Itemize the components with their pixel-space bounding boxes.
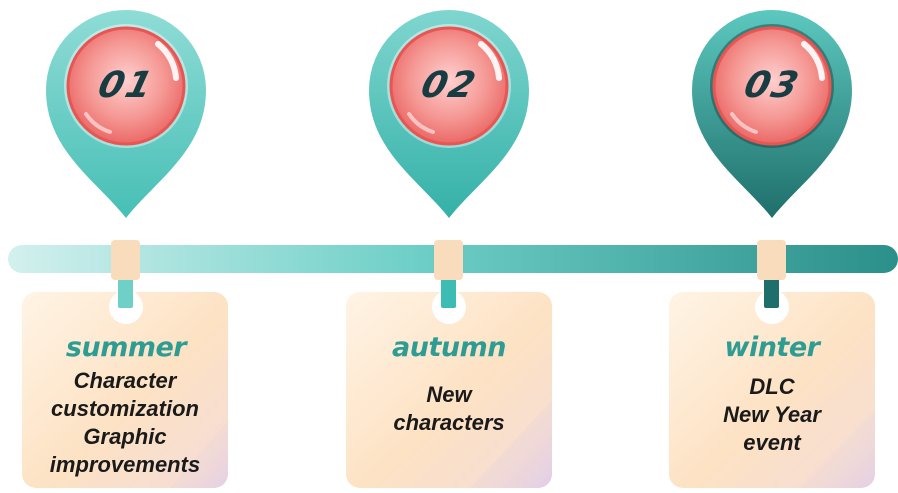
description-line: New Year	[723, 402, 821, 427]
card-02	[346, 284, 552, 488]
milestone-description: New characters	[346, 381, 552, 437]
card-03	[669, 284, 875, 488]
card-01	[22, 284, 228, 488]
pin-01	[46, 10, 206, 218]
milestone-description: DLC New Year event	[669, 373, 875, 457]
milestone-description: Character customization Graphic improvem…	[22, 367, 228, 479]
milestone-number: 01	[93, 65, 159, 106]
season-label: winter	[724, 332, 820, 363]
description-line: Character	[73, 368, 177, 393]
milestone-number: 02	[416, 65, 482, 106]
description-line: Graphic	[83, 424, 167, 449]
description-line: characters	[393, 410, 505, 435]
description-line: event	[743, 430, 801, 455]
season-label: summer	[65, 332, 187, 363]
description-line: improvements	[49, 452, 201, 477]
description-line: New	[426, 382, 472, 407]
pin-02	[369, 10, 529, 218]
description-line: DLC	[749, 374, 795, 399]
milestone-number: 03	[739, 65, 805, 106]
description-line: customization	[51, 396, 199, 421]
pin-03	[692, 10, 852, 218]
season-label: autumn	[392, 332, 506, 363]
